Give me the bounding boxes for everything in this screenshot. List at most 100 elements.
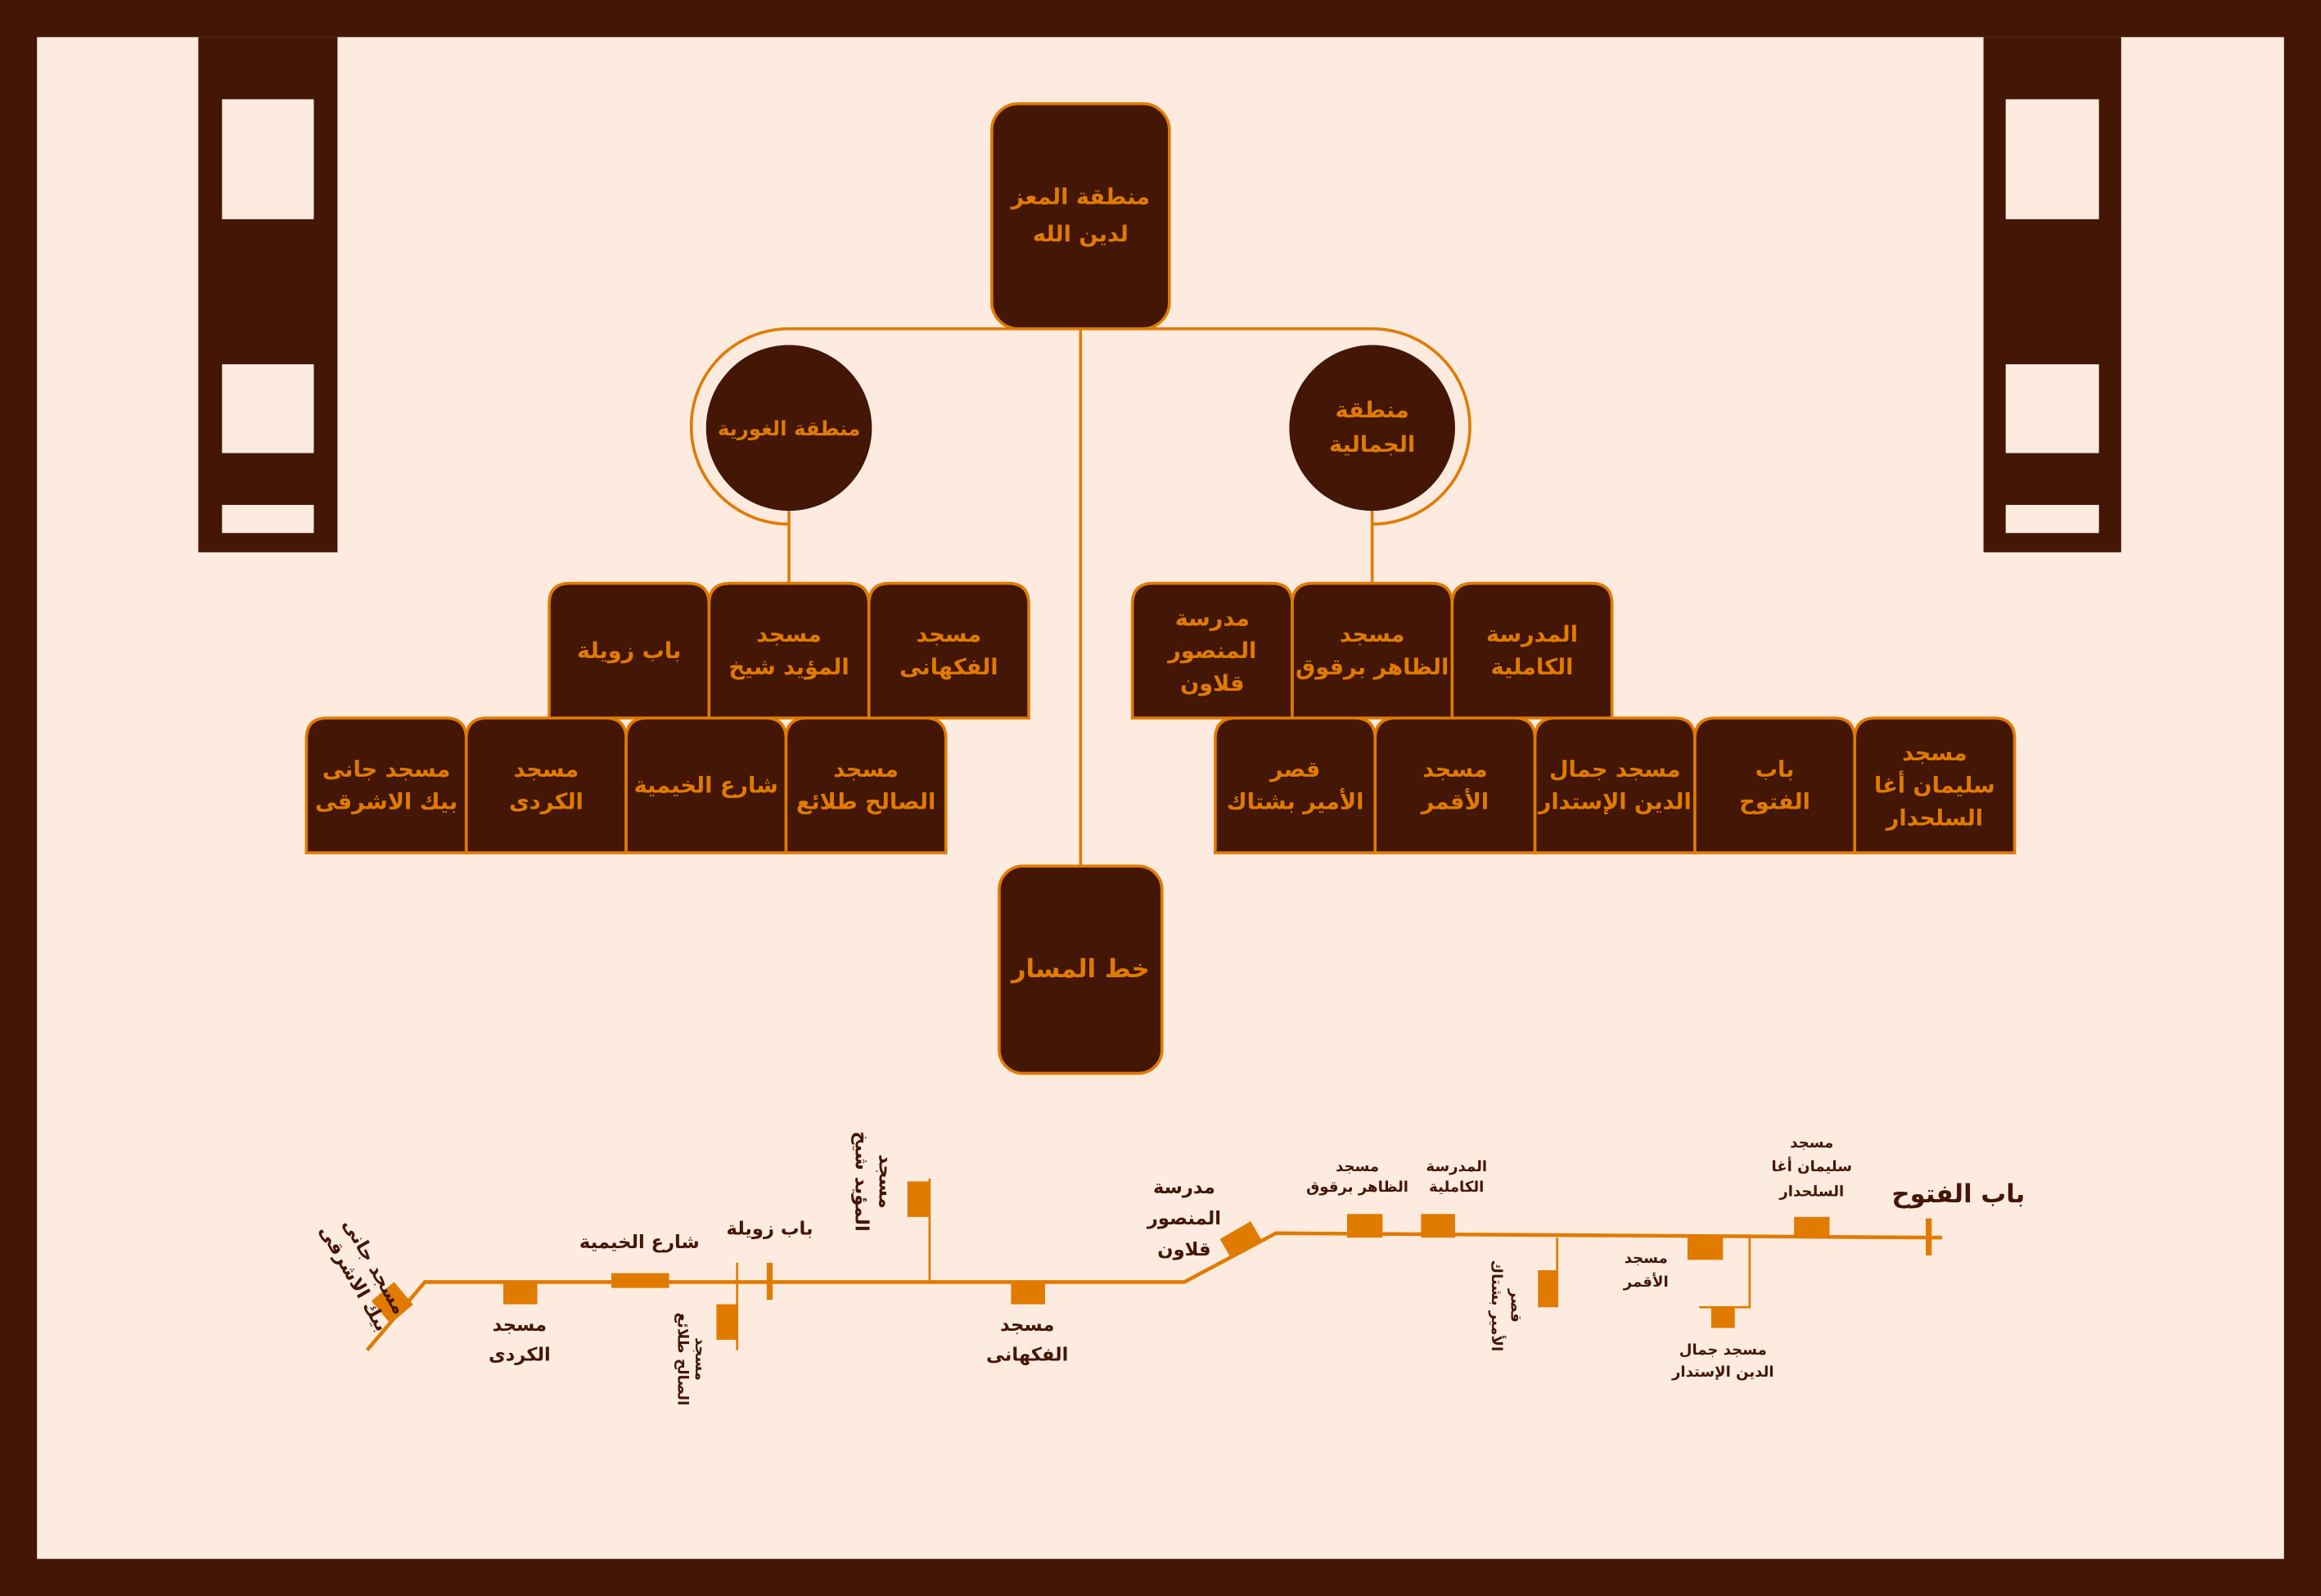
route-label: الفكهانى xyxy=(986,1344,1068,1365)
route-label: سليمان أغا xyxy=(1772,1156,1853,1175)
marker-muayyad xyxy=(907,1181,930,1217)
ghuriya-site-box[interactable]: مسجد المؤيد شيخ xyxy=(707,581,871,720)
ghuriya-site-box[interactable]: باب زويلة xyxy=(548,581,711,720)
label-khayamiya: شارع الخيمية xyxy=(579,1232,700,1253)
site-box-label: سليمان أغا xyxy=(1874,771,1995,799)
site-box-label: باب xyxy=(1755,757,1795,782)
route-label: مسجد xyxy=(1625,1250,1668,1267)
site-box-label: الفتوح xyxy=(1739,790,1810,815)
site-box-label: الكاملية xyxy=(1491,655,1574,680)
route-label: الأقمر xyxy=(1623,1273,1669,1291)
route-label: شارع الخيمية xyxy=(579,1232,700,1253)
label-aqmar: مسجد الأقمر xyxy=(1623,1250,1669,1291)
marker-kurdi xyxy=(503,1282,538,1305)
label-futuh: باب الفتوح xyxy=(1891,1179,2025,1209)
route-label: مسجد xyxy=(1336,1158,1379,1175)
route-label: الكردى xyxy=(489,1344,551,1365)
route-label: الكاملية xyxy=(1429,1179,1484,1196)
site-box-shape xyxy=(707,581,871,720)
site-box-label: بيك الاشرقى xyxy=(315,790,457,815)
route-label: باب زويلة xyxy=(727,1219,813,1240)
site-box-label: شارع الخيمية xyxy=(634,773,778,799)
site-box-label: السلحدار xyxy=(1885,805,1983,831)
route-label: باب الفتوح xyxy=(1891,1179,2025,1209)
site-box-label: الفكهانى xyxy=(899,655,998,680)
gamaliya-site-box[interactable]: المدرسة الكاملية xyxy=(1450,581,1614,720)
ghuriya-site-box[interactable]: شارع الخيمية xyxy=(624,716,788,854)
label-kamiliya: المدرسة الكاملية xyxy=(1426,1158,1487,1196)
site-box-shape xyxy=(1214,716,1377,854)
route-label: الأمير بشتاك xyxy=(1488,1260,1506,1352)
route-label: الدين الإستدار xyxy=(1671,1364,1774,1381)
route-label: مدرسة xyxy=(1153,1177,1215,1198)
root-label-line1: منطقة المعز xyxy=(1010,185,1151,210)
region-gamaliya[interactable]: منطقة الجمالية xyxy=(1289,345,1455,512)
gamaliya-site-box[interactable]: باب الفتوح xyxy=(1693,716,1857,854)
marker-janibek xyxy=(371,1282,413,1324)
site-box-label: المؤيد شيخ xyxy=(728,655,849,680)
route-label: مسجد جمال xyxy=(1679,1341,1767,1359)
route-label: قصر xyxy=(1508,1288,1525,1323)
route-node-label: خط المسار xyxy=(1010,954,1150,984)
ghuriya-site-box[interactable]: مسجد الفكهانى xyxy=(867,581,1030,720)
route-label: مسجد xyxy=(493,1314,547,1336)
label-zuwayla: باب زويلة xyxy=(727,1219,813,1240)
site-box-label: المدرسة xyxy=(1486,622,1578,647)
site-box-shape xyxy=(1853,716,2017,854)
marker-qalawun xyxy=(1219,1221,1261,1257)
marker-bashtak xyxy=(1538,1269,1557,1308)
marker-zahir xyxy=(1346,1214,1383,1238)
site-box-label: مسجد xyxy=(756,622,822,647)
gamaliya-site-box[interactable]: مسجد الظاهر برقوق xyxy=(1291,581,1454,720)
site-box-shape xyxy=(304,716,468,854)
route-markers xyxy=(371,1181,1830,1340)
site-box-shape xyxy=(1533,716,1697,854)
marker-sulayman xyxy=(1794,1216,1830,1238)
site-box-shape xyxy=(1373,716,1537,854)
route-label: مسجد xyxy=(1790,1134,1833,1152)
site-box-label: باب زويلة xyxy=(577,638,681,664)
site-box-shape xyxy=(1693,716,1857,854)
site-box-label: الأقمر xyxy=(1420,788,1489,815)
site-box-label: قصر xyxy=(1269,757,1320,782)
route-label: المؤيد شيخ xyxy=(850,1131,872,1232)
marker-khayamiya xyxy=(611,1273,669,1288)
route-label: مسجد xyxy=(692,1337,709,1381)
region-ghuriya[interactable]: منطقة الغورية xyxy=(705,345,872,512)
site-box-label: الظاهر برقوق xyxy=(1296,655,1449,680)
route-label: مسجد xyxy=(1000,1314,1054,1336)
route-label: المنصور xyxy=(1147,1208,1221,1229)
site-box-label: الأمير بشتاك xyxy=(1227,788,1364,815)
route-label: المدرسة xyxy=(1426,1158,1487,1175)
gamaliya-site-box[interactable]: مسجد الأقمر xyxy=(1373,716,1537,854)
site-box-label: مسجد xyxy=(1422,757,1488,782)
site-box-label: الدين الإستدار xyxy=(1537,790,1692,815)
site-box-label: مسجد xyxy=(917,622,982,647)
route-label: الصالح طلائع xyxy=(674,1313,691,1406)
site-box-shape xyxy=(867,581,1030,720)
site-box-shape xyxy=(1291,581,1454,720)
root-node-moez[interactable]: منطقة المعز لدين الله xyxy=(990,101,1171,331)
region-ghuriya-label: منطقة الغورية xyxy=(718,417,860,440)
site-box-shape xyxy=(464,716,628,854)
route-label: السلحدار xyxy=(1778,1183,1844,1201)
route-node[interactable]: خط المسار xyxy=(998,864,1164,1075)
site-box-label: مسجد xyxy=(1340,622,1405,647)
route-label: مسجد xyxy=(874,1154,895,1208)
gamaliya-site-box[interactable]: قصر الأمير بشتاك xyxy=(1214,716,1377,854)
site-box-label: الصالح طلائع xyxy=(796,790,935,815)
site-box-shape xyxy=(1450,581,1614,720)
